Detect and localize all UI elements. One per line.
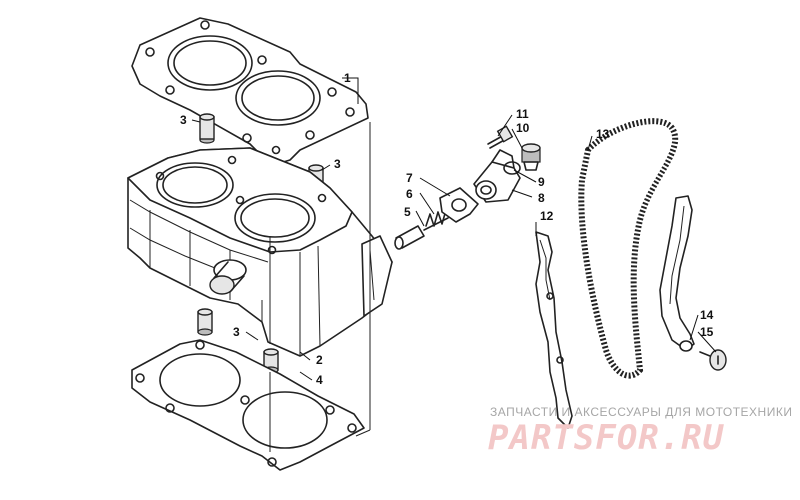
- upper-cylinder-gasket: [131, 17, 369, 167]
- tensioner-body: [473, 149, 521, 203]
- lower-cylinder-gasket: [131, 339, 365, 471]
- callout-8: 8: [538, 191, 545, 205]
- tensioner-guide-bolt: [699, 349, 727, 371]
- callout-14: 14: [700, 308, 714, 322]
- callout-4: 4: [316, 373, 323, 387]
- chain-guide: [535, 231, 573, 429]
- watermark-tagline: ЗАПЧАСТИ И АКСЕССУАРЫ ДЛЯ МОТОТЕХНИКИ: [490, 405, 793, 419]
- dowel-pin-lower-left: [197, 308, 213, 336]
- callout-3-upper-right: 3: [334, 157, 341, 171]
- tensioner-spring: [423, 209, 449, 231]
- tensioner-guide: [659, 195, 695, 352]
- dowel-pin-upper-left: [199, 113, 215, 144]
- leader-lines: [191, 77, 717, 381]
- callout-7: 7: [406, 171, 413, 185]
- callout-2: 2: [316, 353, 323, 367]
- callout-6: 6: [406, 187, 413, 201]
- callout-3-upper-left: 3: [180, 113, 187, 127]
- cylinder-block: [127, 147, 393, 357]
- callout-3-lower: 3: [233, 325, 240, 339]
- tensioner-mounting-bolt: [487, 125, 514, 149]
- callout-10: 10: [516, 121, 530, 135]
- callout-5: 5: [404, 205, 411, 219]
- tensioner-oring: [503, 161, 521, 175]
- tensioner-cap-bolt: [521, 143, 541, 171]
- callout-13: 13: [596, 127, 610, 141]
- callout-11: 11: [516, 107, 529, 121]
- tensioner-gasket: [439, 187, 479, 223]
- callout-1: 1: [344, 71, 351, 85]
- callout-9: 9: [538, 175, 545, 189]
- callout-15: 15: [700, 325, 714, 339]
- callout-labels: 1 2 3 3 3 4 5 6 7 8 9 10 11 12 13 14 15: [180, 71, 714, 387]
- tensioner-plunger: [394, 225, 425, 250]
- timing-chain: [578, 118, 679, 379]
- watermark-logo: PARTSFOR.RU: [488, 418, 725, 458]
- callout-12: 12: [540, 209, 554, 223]
